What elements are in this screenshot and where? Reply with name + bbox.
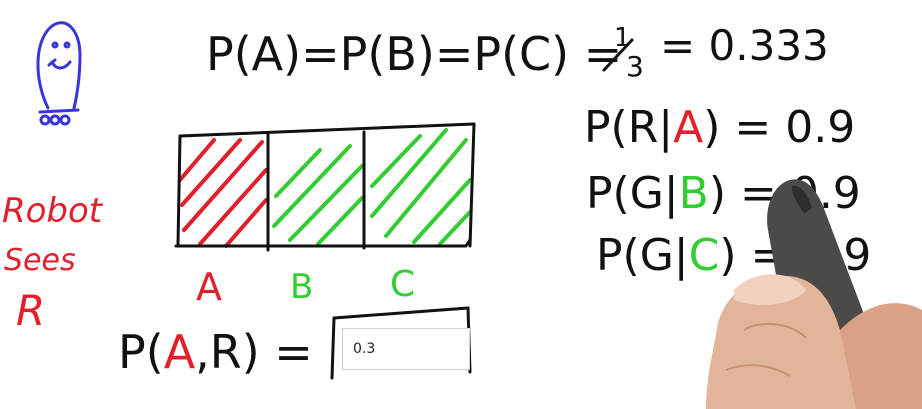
fraction-denominator: 3	[626, 50, 644, 83]
answer-input[interactable]	[342, 328, 470, 370]
robot-icon	[36, 21, 82, 126]
note-r: R	[16, 286, 45, 335]
fraction-bar	[602, 38, 634, 72]
cell-a-hatching	[180, 138, 268, 248]
given-a: A	[673, 102, 703, 153]
given-c: C	[689, 230, 720, 281]
prior-equation-lhs: P(A)=P(B)=P(C) =	[206, 27, 622, 81]
note-sees: Sees	[4, 243, 76, 278]
given-b: B	[679, 168, 709, 219]
joint-prob-a: A	[164, 325, 196, 379]
likelihood-row-1: P(R|A) = 0.9	[584, 102, 855, 153]
note-robot: Robot	[2, 191, 104, 231]
prior-equation-rhs: = 0.333	[660, 21, 829, 70]
cell-label-c: C	[390, 264, 415, 305]
cell-label-a: A	[196, 265, 222, 309]
cell-b-hatching	[272, 144, 364, 246]
cell-label-b: B	[290, 267, 313, 307]
joint-prob-label: P(A,R) =	[118, 325, 313, 379]
cell-c-hatching	[370, 128, 472, 246]
hand-with-marker-image	[706, 179, 922, 409]
cells-outline	[174, 122, 476, 252]
